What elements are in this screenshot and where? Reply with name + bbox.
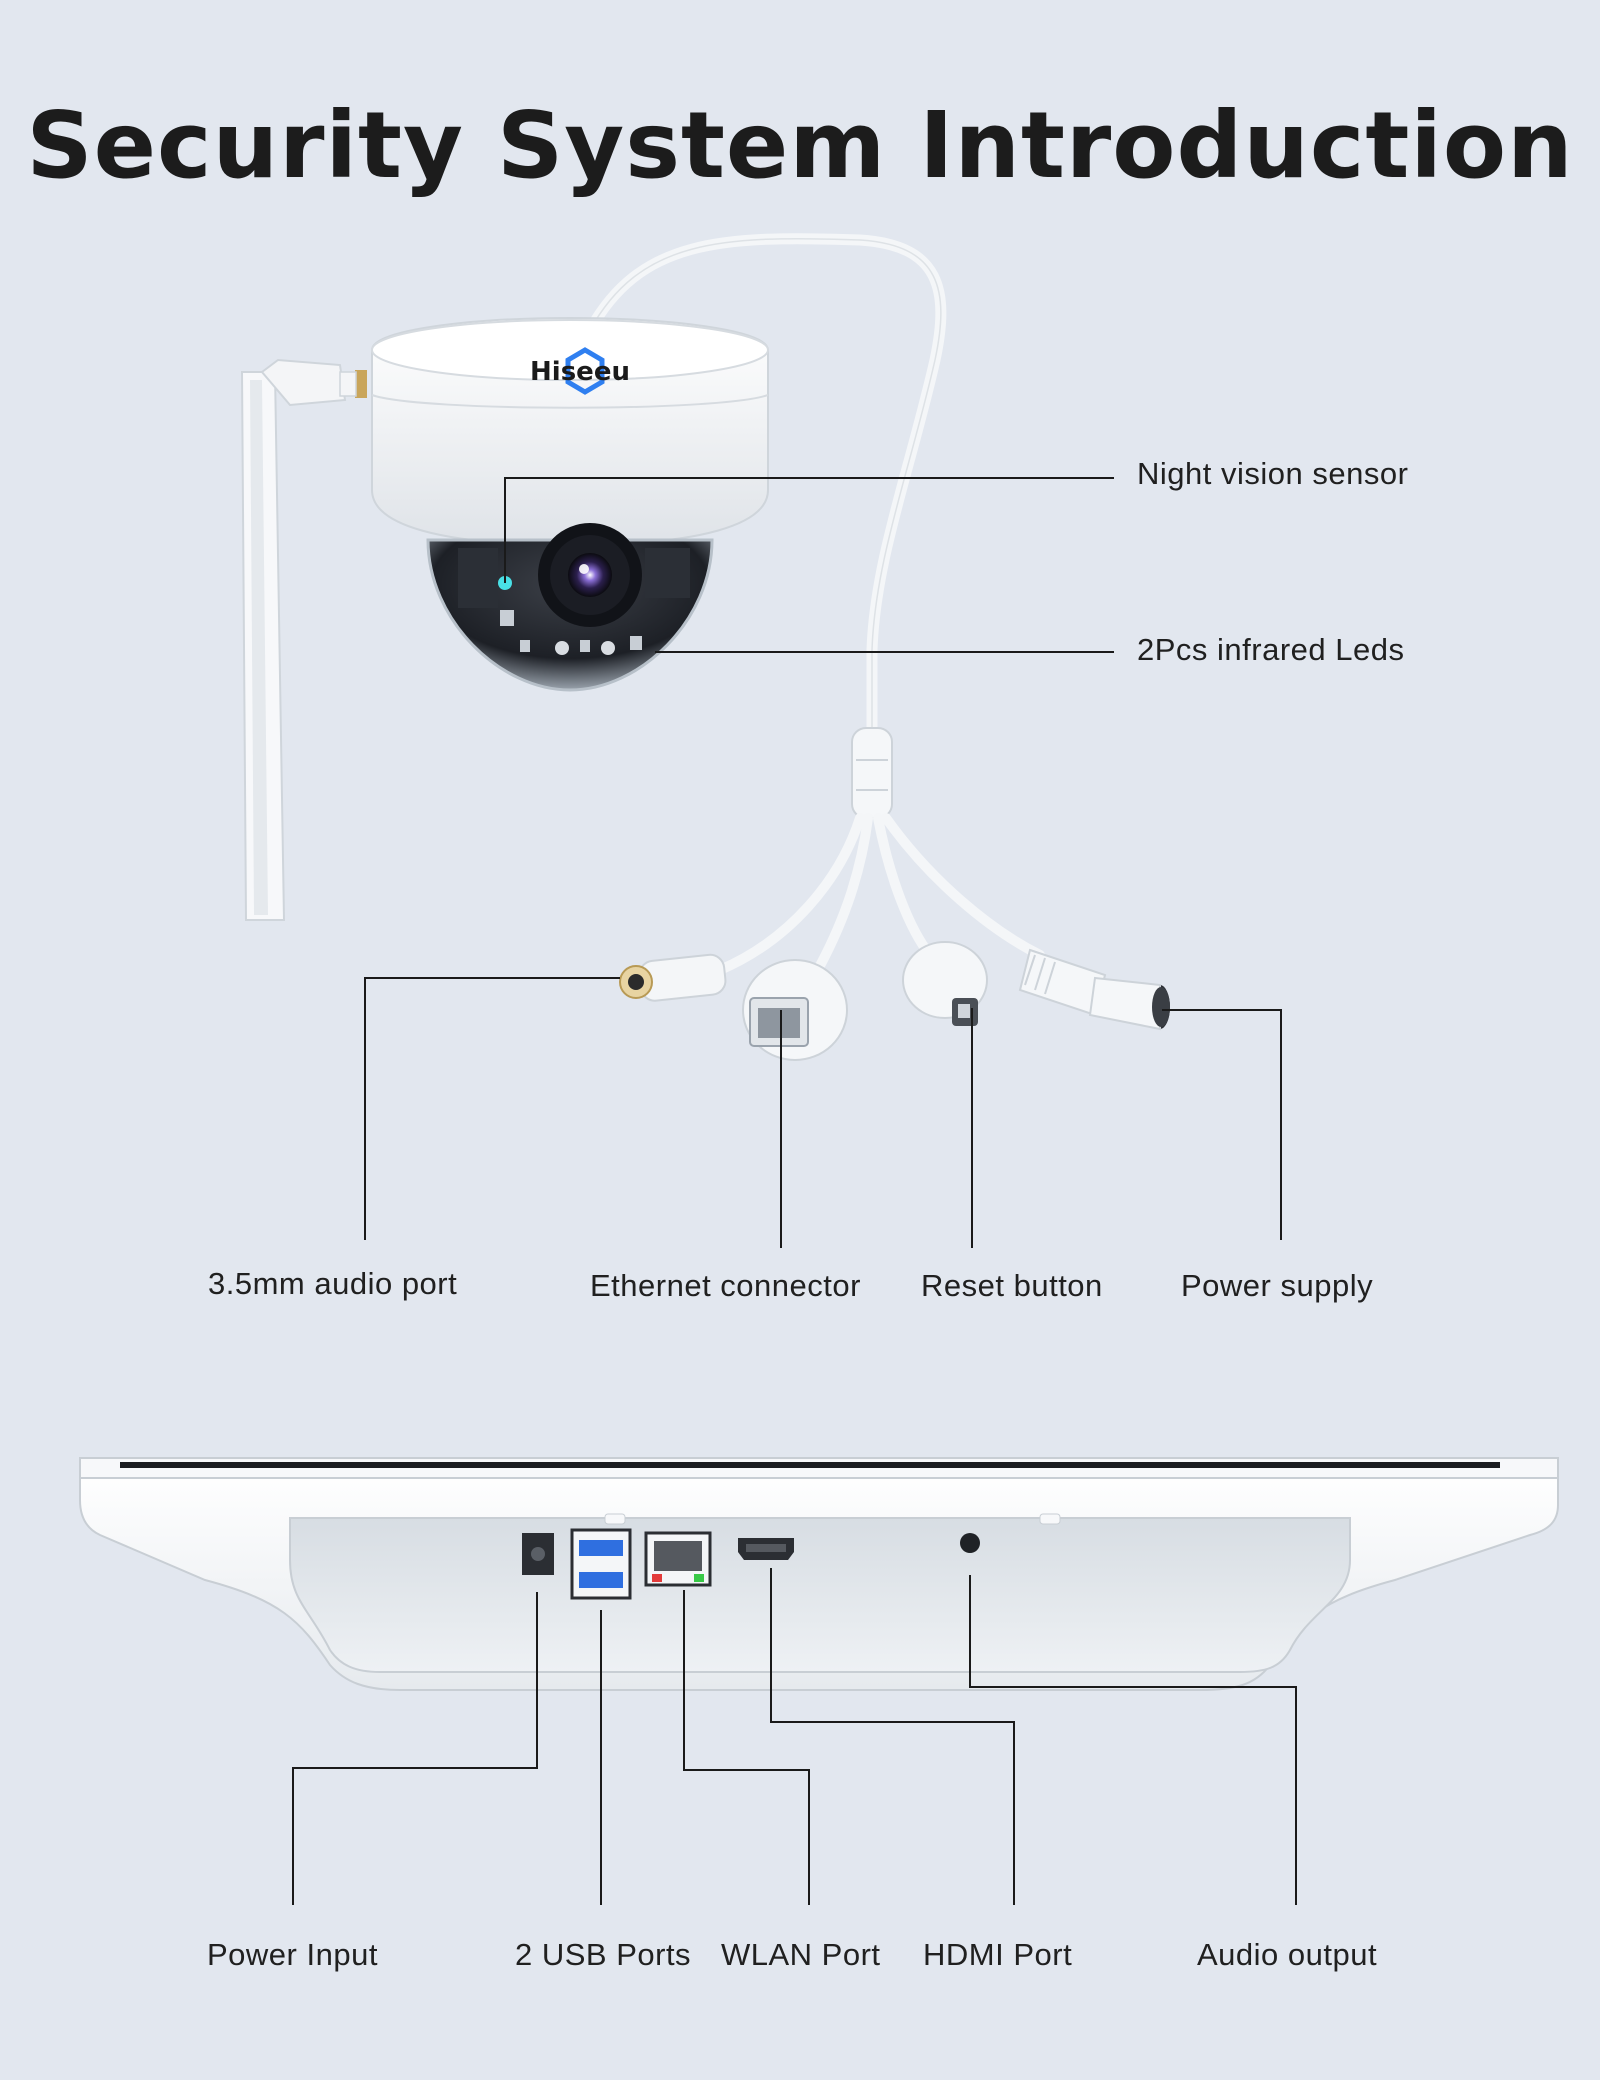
camera-leader-lines [364, 477, 1282, 1248]
label-usb-ports: 2 USB Ports [515, 1937, 692, 1972]
label-audio-port: 3.5mm audio port [208, 1266, 458, 1301]
label-power-supply: Power supply [1181, 1268, 1374, 1303]
cable-splitter [851, 727, 893, 819]
audio-output-jack [960, 1533, 980, 1553]
label-hdmi-port: HDMI Port [923, 1937, 1073, 1972]
power-supply-connector [1018, 948, 1170, 1031]
reset-button [902, 941, 988, 1026]
label-night-vision-sensor: Night vision sensor [1137, 456, 1409, 491]
camera-dome-glass [426, 523, 714, 692]
label-audio-output: Audio output [1197, 1937, 1378, 1972]
label-wlan-port: WLAN Port [721, 1937, 881, 1972]
dome-housing [371, 316, 769, 547]
label-reset-button: Reset button [921, 1268, 1103, 1303]
infrared-led [555, 641, 569, 655]
camera-illustration: Hiseeu [240, 233, 1170, 1061]
audio-port-connector [619, 953, 727, 1002]
brand-logo: Hiseeu [530, 347, 630, 395]
camera-lens [568, 553, 612, 597]
label-infrared-leds: 2Pcs infrared Leds [1137, 632, 1405, 667]
usb-ports [570, 1528, 632, 1600]
label-power-input: Power Input [207, 1937, 378, 1972]
nvr-leader-lines [292, 1568, 1297, 1905]
branch-cables [715, 813, 1045, 980]
infrared-led [601, 641, 615, 655]
nvr-illustration [79, 1457, 1559, 1691]
wlan-port [644, 1531, 712, 1587]
label-ethernet-connector: Ethernet connector [590, 1268, 861, 1303]
antenna [240, 358, 367, 921]
ethernet-connector [742, 959, 848, 1061]
page-title: Security System Introduction [26, 92, 1574, 199]
brand-logo-text: Hiseeu [530, 357, 630, 387]
hdmi-port [738, 1538, 794, 1560]
